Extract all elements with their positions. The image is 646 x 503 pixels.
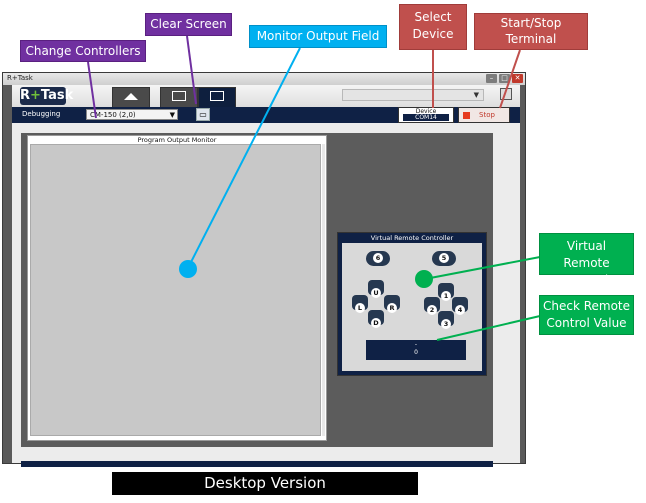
- dot-monitor-output: [179, 260, 197, 278]
- device-value: COM14: [403, 114, 449, 121]
- minimize-button[interactable]: –: [486, 74, 497, 83]
- vrc-4-label: 4: [455, 305, 465, 315]
- monitor-output-field[interactable]: [30, 144, 321, 436]
- virtual-remote-controller: Virtual Remote Controller 6 5 U L R D 1 …: [337, 232, 487, 376]
- callout-check-rc-l2: Control Value: [546, 316, 627, 330]
- callout-start-stop-l2: Terminal: [505, 32, 557, 46]
- callout-virtual-rc-l1: Virtual: [566, 239, 607, 253]
- vrc-title: Virtual Remote Controller: [370, 234, 454, 242]
- app-window: R+Task – □ ✕ R+Task ▼ Debugging CM-150 (…: [2, 72, 526, 467]
- vrc-button-5-label: 5: [439, 253, 449, 263]
- chevron-down-icon: ▼: [473, 91, 479, 99]
- window-titlebar: R+Task – □ ✕: [3, 73, 525, 85]
- vrc-button-3[interactable]: 3: [438, 311, 454, 329]
- line-check-rc: [436, 315, 541, 341]
- stop-label: Stop: [479, 111, 495, 119]
- vrc-down-label: D: [371, 318, 381, 328]
- tab-task-code[interactable]: [160, 87, 198, 107]
- vrc-3-label: 3: [441, 319, 451, 329]
- vrc-button-4[interactable]: 4: [452, 297, 468, 315]
- vrc-button-1[interactable]: 1: [438, 283, 454, 301]
- vrc-button-up[interactable]: U: [368, 280, 384, 298]
- caption-desktop-version: Desktop Version: [112, 472, 418, 495]
- callout-virtual-remote-control: Virtual Remote Control: [539, 233, 634, 287]
- tab-output-monitor[interactable]: [198, 87, 236, 107]
- callout-select-device-l1: Select: [414, 10, 452, 24]
- eraser-icon: ▭: [199, 110, 207, 119]
- tab-home[interactable]: [112, 87, 150, 107]
- vrc-button-6[interactable]: 6: [366, 251, 390, 266]
- vrc-button-2[interactable]: 2: [424, 297, 440, 315]
- stop-icon: [463, 112, 470, 119]
- line-change-controllers: [87, 61, 97, 119]
- top-select[interactable]: ▼: [342, 89, 484, 101]
- rc-value-bottom: 0: [414, 349, 418, 356]
- app-frame: R+Task ▼ Debugging CM-150 (2,0) ▼ ▭ Devi…: [12, 85, 520, 467]
- line-virtual-rc: [424, 256, 541, 280]
- callout-monitor-output-field: Monitor Output Field: [249, 25, 387, 48]
- vrc-button-5[interactable]: 5: [432, 251, 456, 266]
- work-area: Program Output Monitor Virtual Remote Co…: [21, 133, 493, 447]
- logo-main: R: [20, 88, 31, 103]
- vrc-up-label: U: [371, 288, 381, 298]
- home-icon: [124, 92, 138, 100]
- callout-start-stop-terminal: Start/Stop Terminal: [474, 13, 588, 50]
- status-bar: [21, 461, 493, 467]
- remote-control-value: - 0: [366, 340, 466, 360]
- stop-button[interactable]: Stop: [458, 107, 510, 123]
- callout-start-stop-l1: Start/Stop: [500, 16, 562, 30]
- close-button[interactable]: ✕: [512, 74, 523, 83]
- device-label: Device: [415, 108, 437, 115]
- maximize-button[interactable]: □: [499, 74, 510, 83]
- line-monitor-output: [187, 47, 301, 269]
- callout-clear-screen: Clear Screen: [145, 13, 232, 36]
- monitor-icon: [210, 91, 224, 101]
- monitor-title: Program Output Monitor: [137, 136, 217, 144]
- callout-change-controllers: Change Controllers: [20, 40, 146, 62]
- device-select-button[interactable]: Device COM14: [398, 107, 454, 123]
- clear-screen-button[interactable]: ▭: [196, 108, 210, 121]
- callout-check-rc-l1: Check Remote: [542, 299, 631, 313]
- vrc-right-label: R: [387, 303, 397, 313]
- window-title: R+Task: [7, 74, 33, 82]
- callout-check-remote-control-value: Check Remote Control Value: [539, 295, 634, 335]
- line-clear-screen: [186, 35, 197, 105]
- vrc-button-6-label: 6: [373, 253, 383, 263]
- vrc-1-label: 1: [441, 291, 451, 301]
- code-braces-icon: [172, 91, 186, 101]
- vrc-body: 6 5 U L R D 1 2 4 3 - 0: [342, 243, 482, 371]
- program-output-monitor: Program Output Monitor: [27, 135, 327, 441]
- logo-rest: Task: [40, 88, 74, 103]
- monitor-scrollbar[interactable]: [322, 144, 325, 436]
- callout-virtual-rc-l2: Remote Control: [563, 256, 610, 287]
- app-header: R+Task ▼: [12, 85, 520, 107]
- controller-select[interactable]: CM-150 (2,0) ▼: [86, 109, 178, 120]
- callout-select-device-l2: Device: [412, 27, 454, 41]
- vrc-button-down[interactable]: D: [368, 310, 384, 328]
- vrc-button-left[interactable]: L: [352, 295, 368, 313]
- dot-virtual-rc: [415, 270, 433, 288]
- callout-select-device: Select Device: [399, 4, 467, 50]
- chevron-down-icon: ▼: [169, 111, 175, 119]
- vrc-left-label: L: [355, 303, 365, 313]
- controller-value: CM-150 (2,0): [90, 111, 136, 119]
- rc-value-top: -: [414, 341, 418, 348]
- line-start-stop: [499, 49, 521, 109]
- vrc-2-label: 2: [427, 305, 437, 315]
- vrc-button-right[interactable]: R: [384, 295, 400, 313]
- logo-plus: +: [30, 88, 41, 103]
- mode-label: Debugging: [22, 110, 61, 118]
- logo: R+Task: [20, 87, 73, 105]
